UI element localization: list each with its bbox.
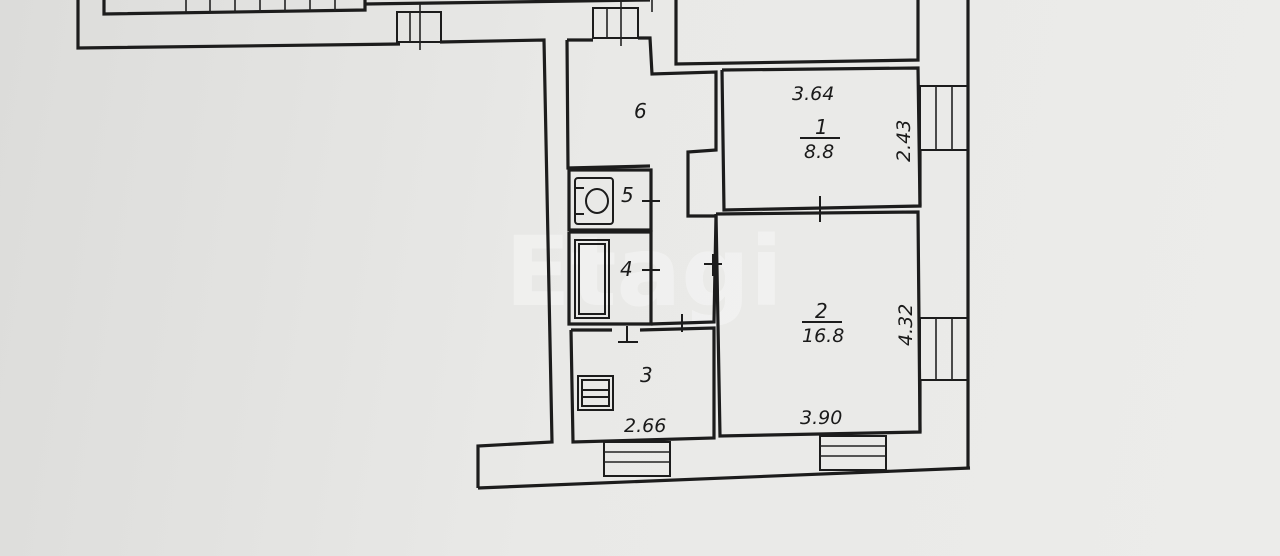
room-6: 6 <box>565 36 718 218</box>
room-2-area: 16.8 <box>802 325 844 347</box>
room-5-number: 5 <box>621 183 634 207</box>
room-5-toilet: 5 <box>567 168 660 232</box>
watermark: Etagi <box>505 216 783 328</box>
room-4-number: 4 <box>620 257 633 281</box>
room-2-depth: 4.32 <box>895 304 917 346</box>
room-4-bathroom: 4 <box>567 215 722 332</box>
corridor-walls <box>76 0 651 488</box>
room-3-width: 2.66 <box>624 415 666 437</box>
room-2-width: 3.90 <box>800 407 842 429</box>
room-1-number: 1 <box>815 115 828 139</box>
room-1-area: 8.8 <box>804 141 834 163</box>
room-3-number: 3 <box>640 363 653 387</box>
room-2-number: 2 <box>815 299 828 323</box>
room-1-width: 3.64 <box>792 83 834 105</box>
room-1-depth: 2.43 <box>893 120 915 162</box>
room-3-kitchen: 3 2.66 <box>569 326 716 477</box>
room-1: 3.64 1 8.8 2.43 <box>720 66 969 222</box>
upper-right-walls <box>651 0 970 468</box>
room-6-number: 6 <box>634 99 647 123</box>
outer-walls <box>477 150 971 490</box>
